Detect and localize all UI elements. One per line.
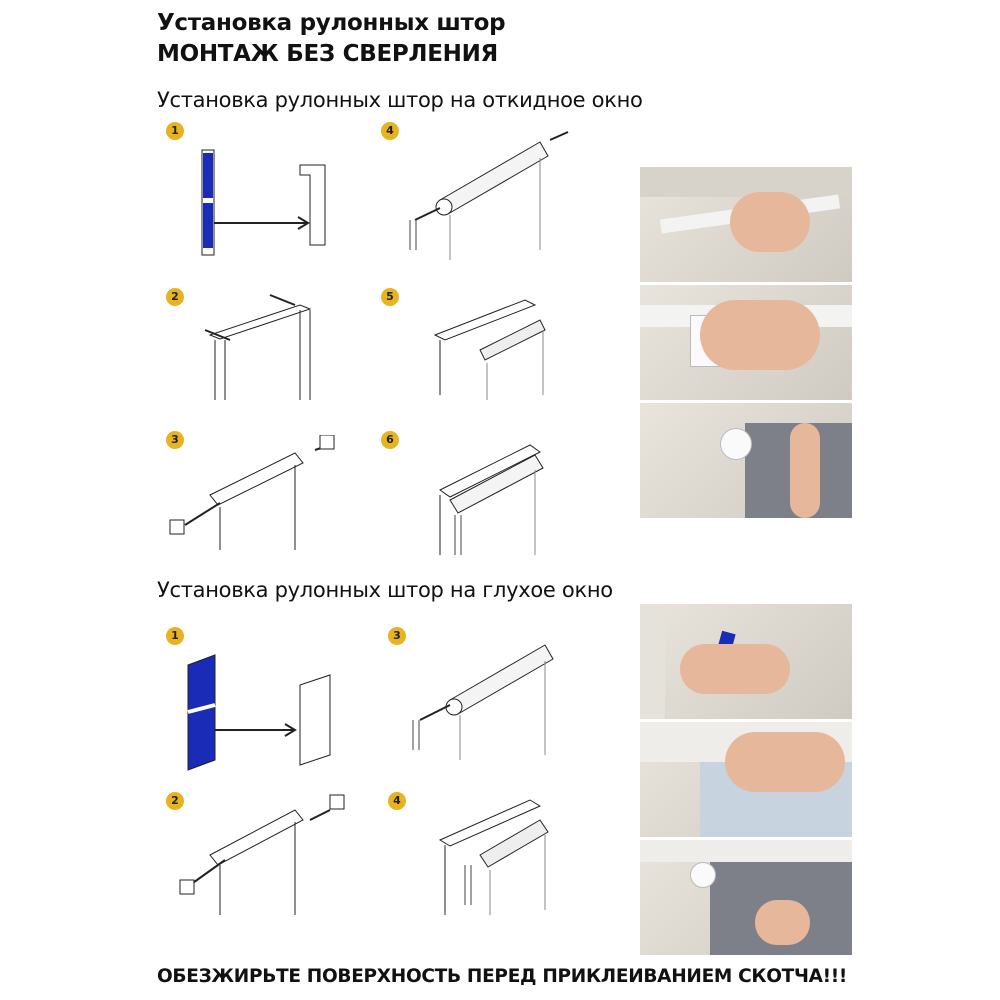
tape-to-plate-illustration: [187, 654, 331, 771]
title-line1: Установка рулонных штор: [157, 10, 506, 36]
step-badge: 5: [381, 288, 399, 306]
step-badge: 3: [388, 627, 406, 645]
step-badge: 4: [388, 792, 406, 810]
bracket-mount-illustration: [204, 294, 312, 400]
photo-bracket-attach: [640, 167, 852, 282]
roller-assembly-illustration-2: [412, 644, 554, 760]
step-badge: 1: [166, 122, 184, 140]
roller-hang-illustration: [433, 299, 546, 400]
step-badge: 2: [166, 288, 184, 306]
photo-bracket-press: [640, 285, 852, 400]
title-line2: МОНТАЖ БЕЗ СВЕРЛЕНИЯ: [157, 41, 498, 67]
tape-to-bracket-illustration: [201, 149, 326, 256]
step-badge: 3: [166, 431, 184, 449]
roller-assembly-illustration: [409, 131, 569, 260]
step-badge: 1: [166, 627, 184, 645]
footer-warning: ОБЕЗЖИРЬТЕ ПОВЕРХНОСТЬ ПЕРЕД ПРИКЛЕИВАНИ…: [157, 966, 848, 987]
photo-blind-installed: [640, 840, 852, 955]
bracket-clip-illustration: [169, 435, 335, 550]
step-badge: 6: [381, 431, 399, 449]
step-badge: 4: [381, 122, 399, 140]
section1-heading: Установка рулонных штор на откидное окно: [157, 88, 643, 112]
section2-heading: Установка рулонных штор на глухое окно: [157, 578, 613, 602]
bracket-clip-illustration-2: [179, 794, 345, 915]
roller-installed-illustration: [439, 444, 544, 555]
photo-plate-press: [640, 722, 852, 837]
roller-hang-illustration-2: [438, 799, 549, 915]
step-badge: 2: [166, 792, 184, 810]
photo-tape-apply: [640, 604, 852, 719]
photo-roller-installed: [640, 403, 852, 518]
